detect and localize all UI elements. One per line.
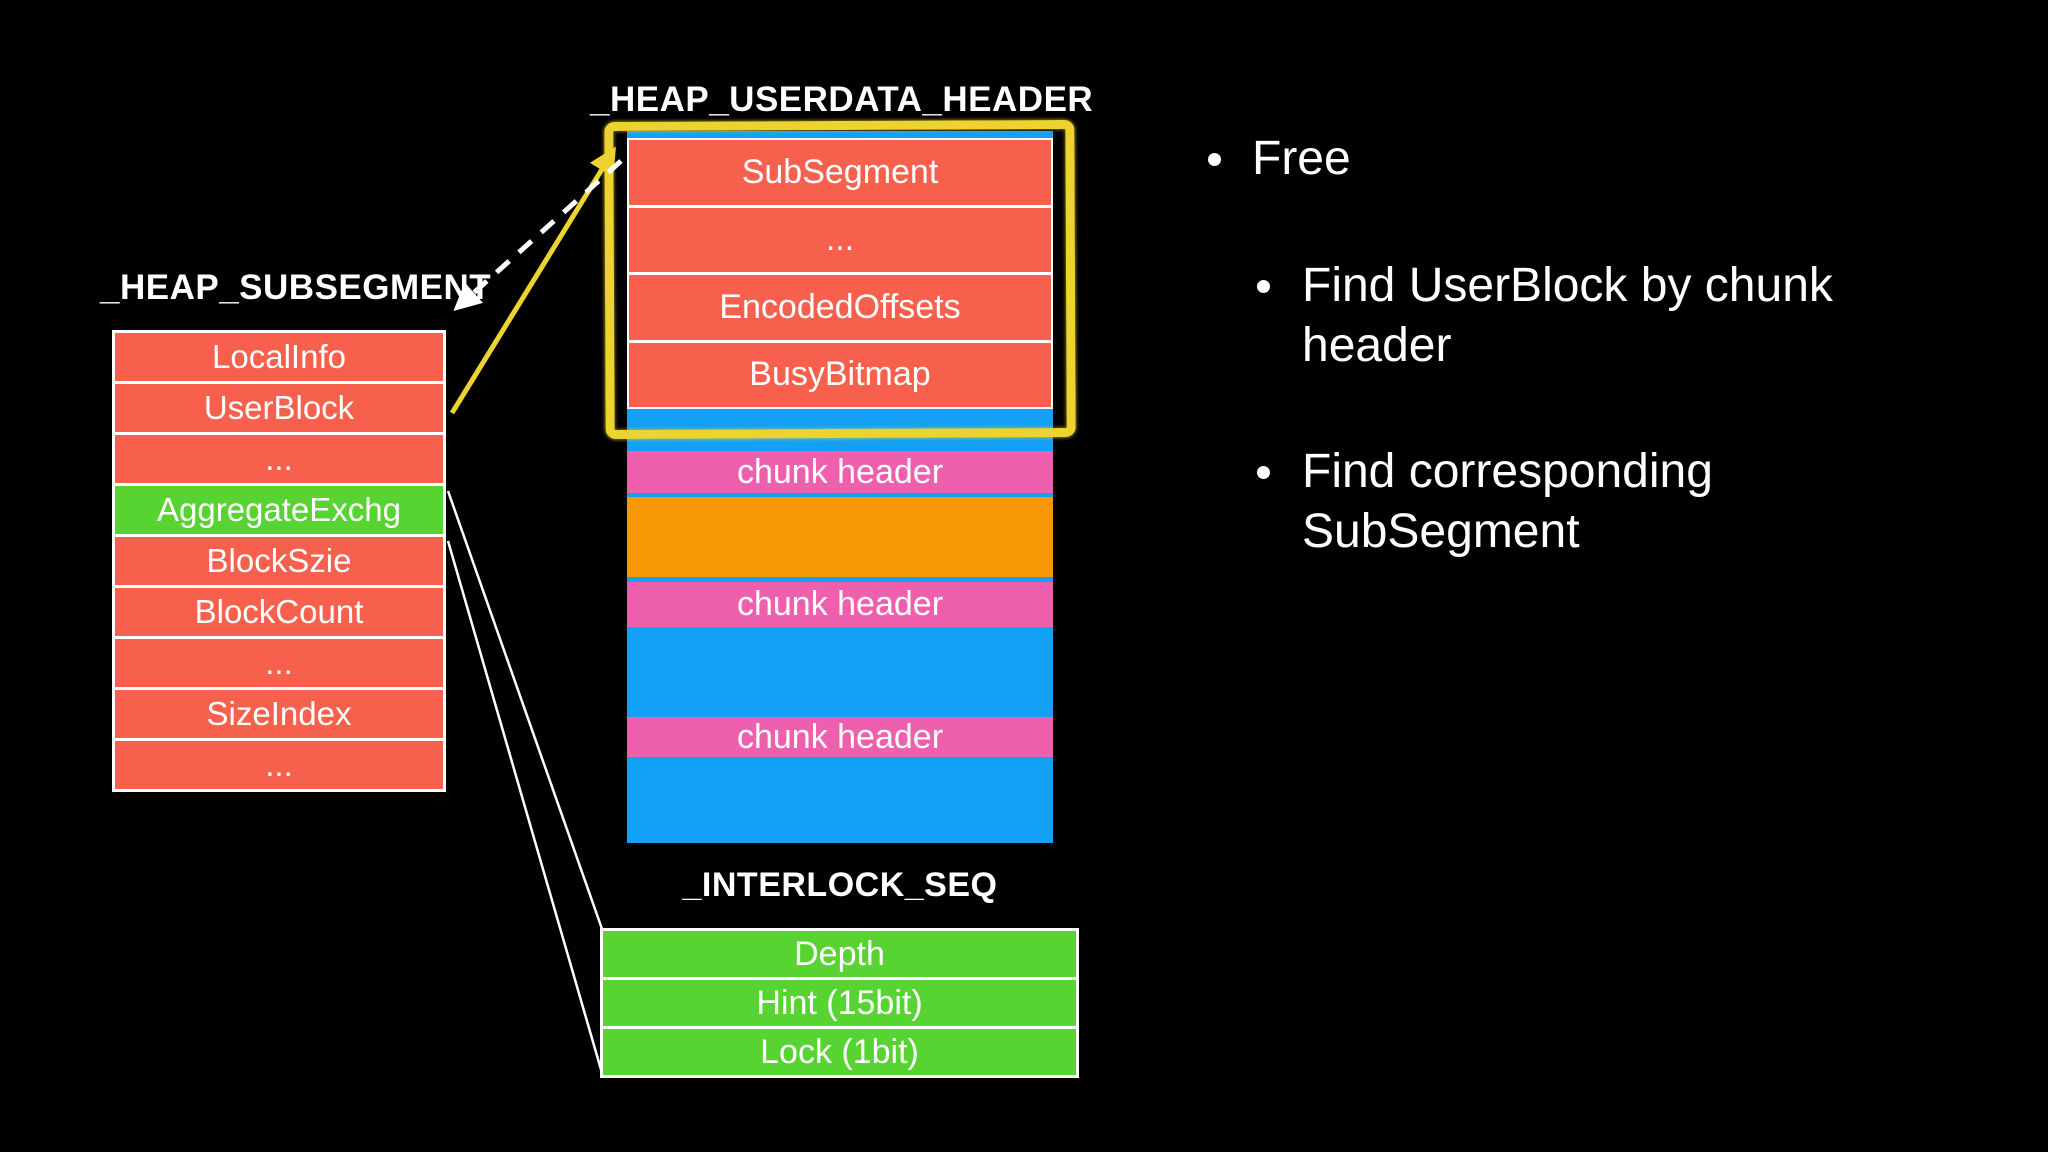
row-ellipsis-1: ... [115,435,443,486]
bullet-free: Free [1208,132,1351,186]
row-blockszie: BlockSzie [115,537,443,588]
bullet-find-subsegment-label: Find corresponding SubSegment [1302,445,1713,558]
row-ellipsis: ... [629,207,1051,275]
row-ellipsis-2: ... [115,639,443,690]
row-busybitmap: BusyBitmap [629,342,1051,407]
bullet-icon [1257,466,1270,479]
row-sizeindex: SizeIndex [115,690,443,741]
chunk-header-3: chunk header [627,717,1053,757]
subsegment-title: _HEAP_SUBSEGMENT [100,268,492,307]
bullet-icon [1208,153,1221,166]
chunk-header-2: chunk header [627,582,1053,627]
userblock-memory-column: SubSegment ... EncodedOffsets BusyBitmap… [627,131,1053,843]
row-lock: Lock (1bit) [603,1029,1076,1075]
row-subsegment-ptr: SubSegment [629,140,1051,208]
chunk-header-1: chunk header [627,451,1053,493]
aggregateexchg-expand-line-top [446,490,604,930]
row-userblock: UserBlock [115,384,443,435]
interlock-seq-title: _INTERLOCK_SEQ [682,866,998,904]
bullet-find-userblock-label: Find UserBlock by chunk header [1302,259,1833,372]
userdata-header-title: _HEAP_USERDATA_HEADER [590,80,1094,119]
highlight-box [604,119,1076,440]
row-aggregateexchg: AggregateExchg [115,486,443,537]
bullet-free-label: Free [1252,132,1351,185]
bullet-find-subsegment: Find corresponding SubSegment [1257,442,1912,562]
aggregateexchg-expand-line-bottom [446,540,604,1074]
interlock-seq-table: Depth Hint (15bit) Lock (1bit) [600,928,1079,1078]
row-hint: Hint (15bit) [603,980,1076,1029]
subsegment-table: LocalInfo UserBlock ... AggregateExchg B… [112,330,446,792]
row-localinfo: LocalInfo [115,333,443,384]
row-blockcount: BlockCount [115,588,443,639]
row-ellipsis-3: ... [115,741,443,789]
bullet-find-userblock: Find UserBlock by chunk header [1257,256,1912,376]
bullet-icon [1257,280,1270,293]
allocated-chunk-block [627,497,1053,577]
row-encodedoffsets: EncodedOffsets [629,275,1051,343]
row-depth: Depth [603,931,1076,980]
userdata-header-table: SubSegment ... EncodedOffsets BusyBitmap [627,138,1053,409]
